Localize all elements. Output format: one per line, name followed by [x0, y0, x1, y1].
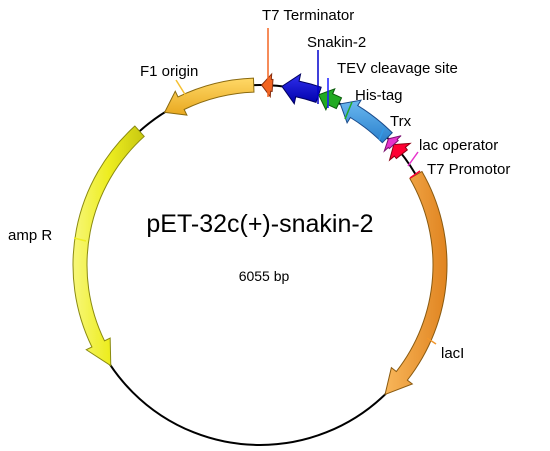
label-amp-r: amp R	[8, 227, 52, 244]
amp-r-arrow[interactable]	[72, 125, 145, 367]
amp-r-leader	[73, 237, 87, 242]
t7-promotor-arrow[interactable]	[388, 142, 412, 162]
label-his-tag: His-tag	[355, 87, 403, 104]
his-tag-leader	[344, 101, 353, 120]
snakin-2-arrow[interactable]	[281, 72, 322, 106]
laci-leader	[426, 337, 437, 345]
trx-leader	[378, 127, 385, 141]
label-f1-origin: F1 origin	[140, 63, 198, 80]
lac-operator-arrow[interactable]	[383, 135, 402, 153]
label-laci: lacI	[441, 345, 464, 362]
plasmid-size: 6055 bp	[239, 268, 290, 284]
label-t7-terminator: T7 Terminator	[262, 7, 354, 24]
label-tev-cleavage-site: TEV cleavage site	[337, 60, 458, 77]
label-lac-operator: lac operator	[419, 137, 498, 154]
his-tag-arrow[interactable]	[317, 87, 343, 112]
f1-origin-leader	[175, 79, 187, 97]
trx-arrow[interactable]	[339, 99, 393, 144]
laci-arrow[interactable]	[384, 170, 448, 396]
t7-promotor-leader	[409, 170, 421, 179]
label-snakin-2: Snakin-2	[307, 34, 366, 51]
lac-operator-leader	[407, 151, 419, 167]
label-trx: Trx	[390, 113, 412, 130]
f1-origin-arrow[interactable]	[163, 77, 255, 116]
plasmid-name: pET-32c(+)-snakin-2	[146, 210, 373, 238]
label-t7-promotor: T7 Promotor	[427, 161, 510, 178]
